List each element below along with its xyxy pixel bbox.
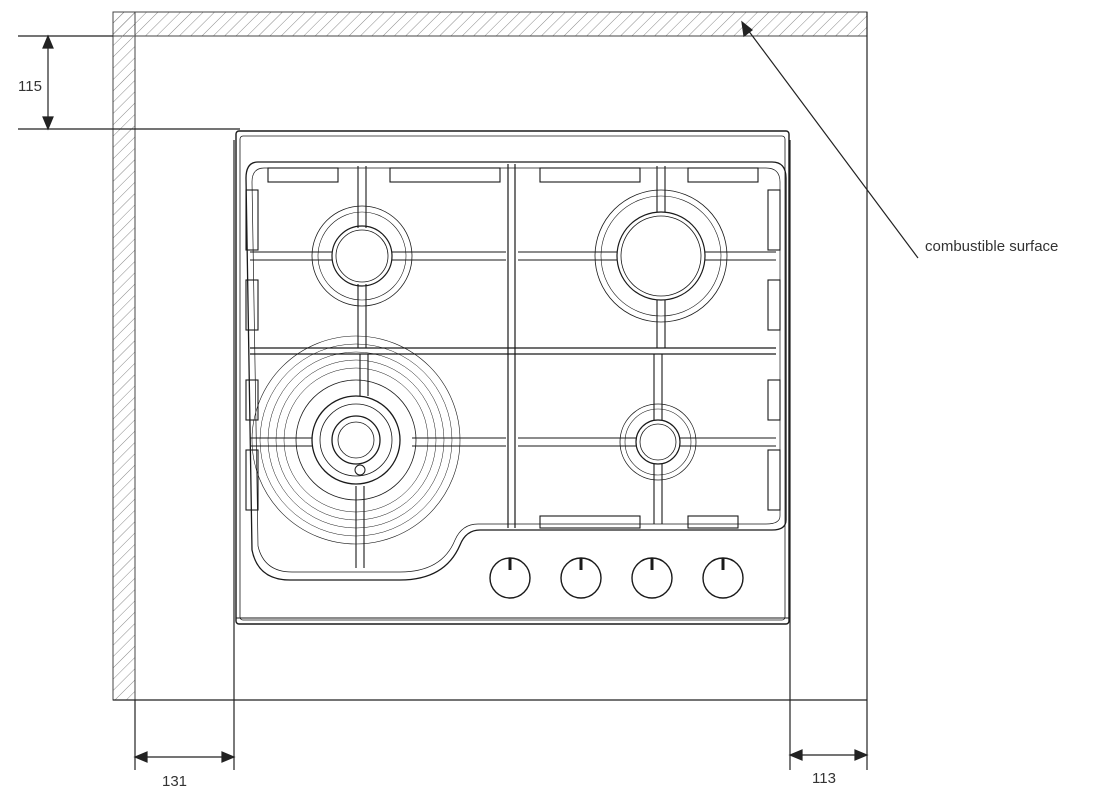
dimension-top: [18, 34, 240, 131]
leader-combustible: [741, 20, 919, 259]
dimension-left: [133, 140, 236, 770]
hob-frame: [235, 130, 790, 625]
burner-top-left: [250, 166, 506, 348]
gas-hob: [235, 130, 790, 625]
combustible-wall: [112, 11, 868, 701]
burner-top-right: [518, 166, 776, 348]
dimension-label-right: 113: [812, 770, 836, 787]
burner-bottom-right: [518, 354, 776, 524]
left-wall-hatch: [112, 11, 136, 701]
hob-tray: [245, 161, 787, 581]
combustible-surface-label: combustible surface: [925, 238, 1059, 255]
dimension-right: [788, 140, 869, 770]
dimension-label-left: 131: [162, 773, 188, 790]
knob-2: [560, 557, 602, 599]
knob-4: [702, 557, 744, 599]
top-wall-hatch: [112, 11, 868, 37]
knob-1: [489, 557, 531, 599]
burner-bottom-left-wok: [250, 335, 506, 568]
knob-3: [631, 557, 673, 599]
dimension-label-top: 115: [18, 78, 42, 95]
control-knobs: [489, 557, 744, 599]
